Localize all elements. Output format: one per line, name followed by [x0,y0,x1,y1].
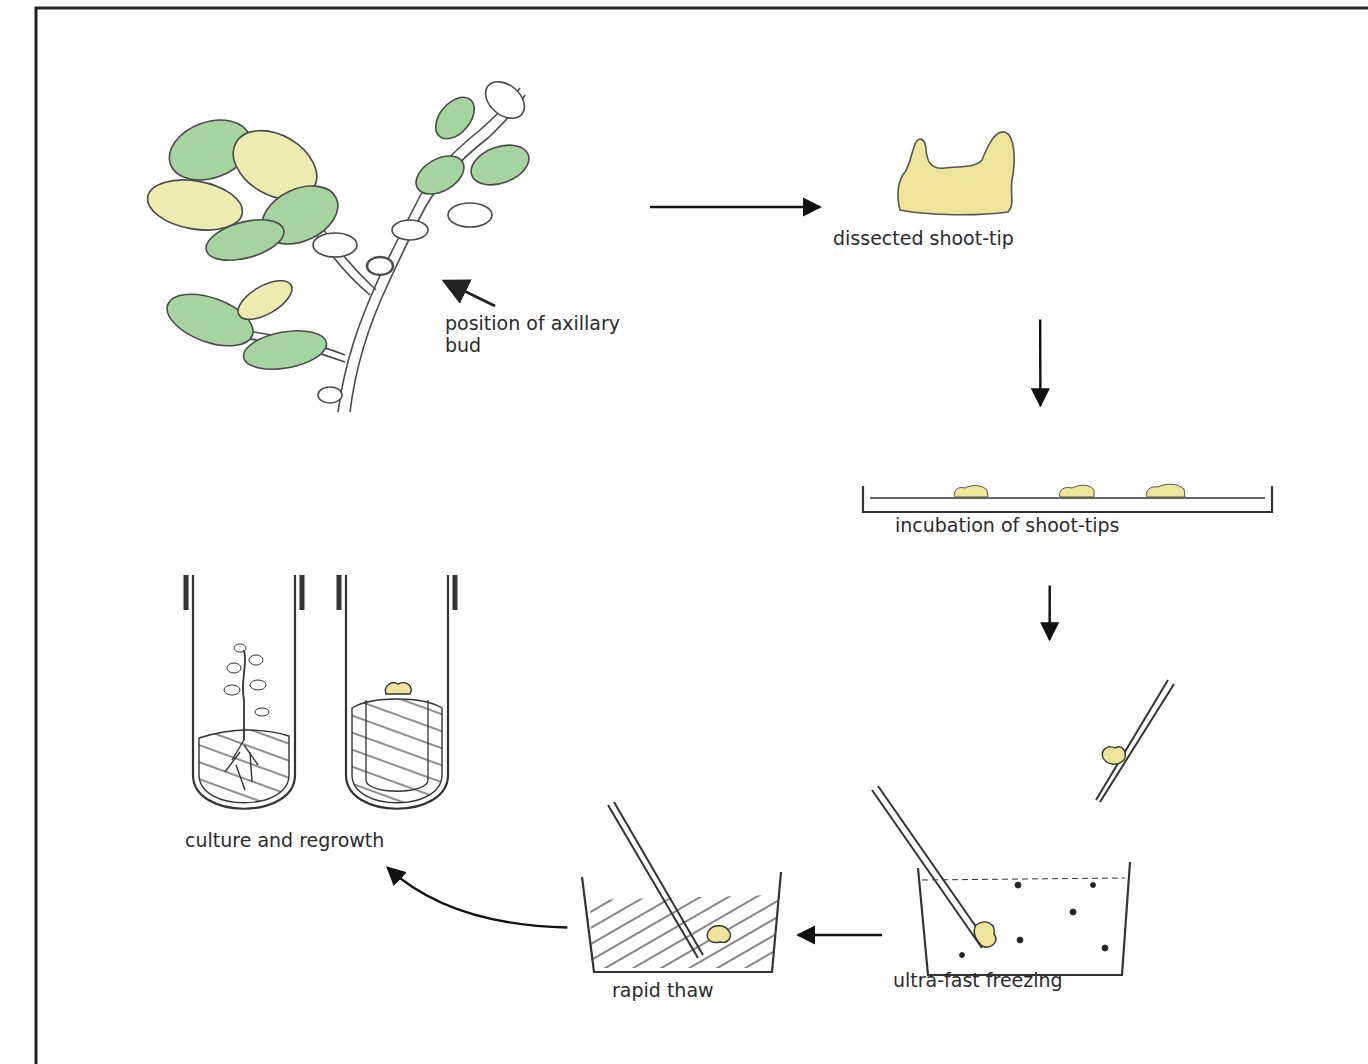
flow-arrow [388,868,568,928]
stage-node: rapid thaw [575,800,790,1010]
stage-caption: rapid thaw [612,980,714,1002]
freezing-beaker [872,680,1174,975]
stage-node: ultra-fast freezing [890,680,1180,1000]
culture-tubes [186,575,455,809]
flow-arrow [1039,320,1042,406]
stage-caption: dissected shoot-tip [833,228,1014,250]
flow-arrow [1048,586,1051,640]
stage-node: dissected shoot-tip [830,130,1120,255]
stage-node: incubation of shoot-tips [860,470,1280,545]
thaw-beaker [582,802,781,972]
stage-caption: ultra-fast freezing [893,970,1063,992]
flow-arrow [798,934,882,936]
stage-caption: incubation of shoot-tips [895,515,1119,537]
stage-caption: position of axillary bud [445,313,630,357]
frame [36,8,1368,1064]
stage-node: position of axillary bud [140,75,640,410]
plant-drawing [144,74,535,412]
stage-node: culture and regrowth [180,570,490,865]
stage-caption: culture and regrowth [185,830,384,852]
shoot-tip [898,132,1014,215]
leader-arrow [444,281,495,306]
flow-arrow [650,206,820,208]
petri-dish [863,484,1272,512]
